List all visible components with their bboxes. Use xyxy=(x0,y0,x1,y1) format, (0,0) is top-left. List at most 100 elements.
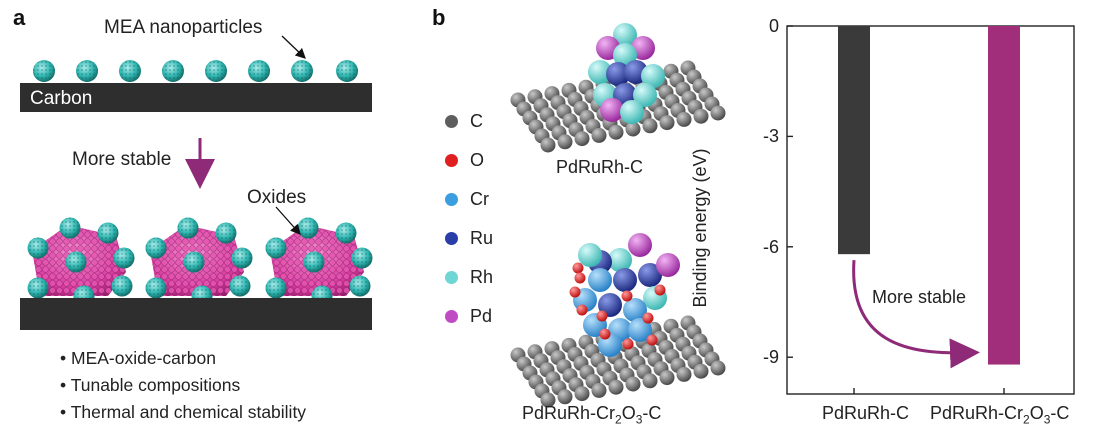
nanoparticle xyxy=(33,60,55,82)
nanoparticle xyxy=(177,217,199,239)
legend-swatch xyxy=(445,115,458,128)
atom xyxy=(693,363,709,379)
atom xyxy=(591,127,607,143)
nanoparticle xyxy=(335,222,357,244)
nanoparticle xyxy=(76,60,98,82)
atom xyxy=(710,105,726,121)
atom xyxy=(557,389,573,405)
nanoparticle-texture xyxy=(297,217,319,239)
carbon-support-bottom xyxy=(20,298,372,330)
atom xyxy=(599,328,611,340)
bullet-item: Tunable compositions xyxy=(60,372,306,399)
panel-label-a: a xyxy=(13,5,26,30)
atom xyxy=(710,360,726,376)
atom xyxy=(576,304,588,316)
nanoparticle-texture xyxy=(76,60,98,82)
atom xyxy=(659,370,675,386)
nanoparticle-texture xyxy=(111,275,133,297)
more-stable-label-a: More stable xyxy=(72,149,172,170)
nanoparticle xyxy=(349,275,371,297)
legend-swatch xyxy=(445,271,458,284)
nanoparticle xyxy=(248,60,270,82)
nanoparticle-texture xyxy=(27,237,49,259)
nanoparticle-texture xyxy=(145,277,167,299)
oxides-pointer-arrow xyxy=(275,206,301,235)
atom xyxy=(646,334,658,346)
oxide-cluster xyxy=(145,217,253,307)
nanoparticle-texture xyxy=(215,222,237,244)
nanoparticle xyxy=(27,277,49,299)
atom xyxy=(574,386,590,402)
nanoparticle-texture xyxy=(27,277,49,299)
atom xyxy=(623,298,647,322)
nanoparticle-texture xyxy=(33,60,55,82)
nanoparticle-texture xyxy=(205,60,227,82)
atom xyxy=(572,262,584,274)
y-axis-label: Binding energy (eV) xyxy=(690,148,710,308)
atom xyxy=(631,36,655,60)
legend-swatch xyxy=(445,310,458,323)
atom xyxy=(638,263,662,287)
nanoparticle-texture xyxy=(59,217,81,239)
mea-nanoparticles-row xyxy=(33,60,358,82)
nanoparticle xyxy=(113,247,135,269)
atom xyxy=(625,121,641,137)
nanoparticle xyxy=(97,222,119,244)
nanoparticle xyxy=(231,247,253,269)
atom xyxy=(540,137,556,153)
subscript: 3 xyxy=(1043,412,1051,427)
atom xyxy=(620,100,644,124)
more-stable-label-b: More stable xyxy=(872,287,967,307)
atom xyxy=(574,272,586,284)
y-tick-label: -9 xyxy=(762,347,779,368)
legend-swatch xyxy=(445,154,458,167)
legend-swatch xyxy=(445,193,458,206)
nanoparticle xyxy=(59,217,81,239)
legend-item-ru: Ru xyxy=(445,228,493,249)
atom xyxy=(659,115,675,131)
label-part: O xyxy=(1029,403,1044,423)
y-tick-label: -6 xyxy=(762,236,779,257)
legend-swatch xyxy=(445,232,458,245)
atom xyxy=(596,310,608,322)
nanoparticle xyxy=(265,277,287,299)
nanoparticle xyxy=(27,237,49,259)
x-tick-label-2: PdRuRh-Cr2O3-C xyxy=(930,404,1069,426)
nanoparticle-texture xyxy=(349,275,371,297)
nanoparticle-texture xyxy=(65,251,87,273)
model-label-top: PdRuRh-C xyxy=(556,157,644,177)
nanoparticle-texture xyxy=(265,277,287,299)
label-part: -C xyxy=(1050,403,1070,423)
nanoparticle xyxy=(215,222,237,244)
atom xyxy=(633,83,657,107)
bullet-item: MEA-oxide-carbon xyxy=(60,345,306,372)
atom xyxy=(676,111,692,127)
carbon-label: Carbon xyxy=(30,88,93,109)
label-part: PdRuRh-Cr xyxy=(930,403,1024,423)
oxide-clusters xyxy=(27,217,373,307)
nanoparticle-texture xyxy=(162,60,184,82)
label-part: -C xyxy=(642,403,662,423)
atom xyxy=(642,312,654,324)
oxides-label: Oxides xyxy=(247,187,307,208)
subscript: 3 xyxy=(635,412,643,427)
nanoparticle xyxy=(205,60,227,82)
atom xyxy=(621,290,633,302)
mea-pointer-arrow xyxy=(281,35,306,59)
nanoparticle-texture xyxy=(119,60,141,82)
nanoparticle xyxy=(351,247,373,269)
nanoparticle xyxy=(145,237,167,259)
legend-item-cr: Cr xyxy=(445,189,489,210)
nanoparticle-texture xyxy=(303,251,325,273)
mea-nanoparticles-label: MEA nanoparticles xyxy=(104,17,263,38)
nanoparticle-texture xyxy=(335,222,357,244)
atom xyxy=(676,366,692,382)
model-pdrurh-cr2o3-c xyxy=(510,233,726,408)
atom xyxy=(625,376,641,392)
atom xyxy=(600,98,624,122)
atom xyxy=(641,64,665,88)
model-pdrurh-c xyxy=(510,23,726,153)
bar-1 xyxy=(838,26,870,255)
atom xyxy=(613,43,637,67)
